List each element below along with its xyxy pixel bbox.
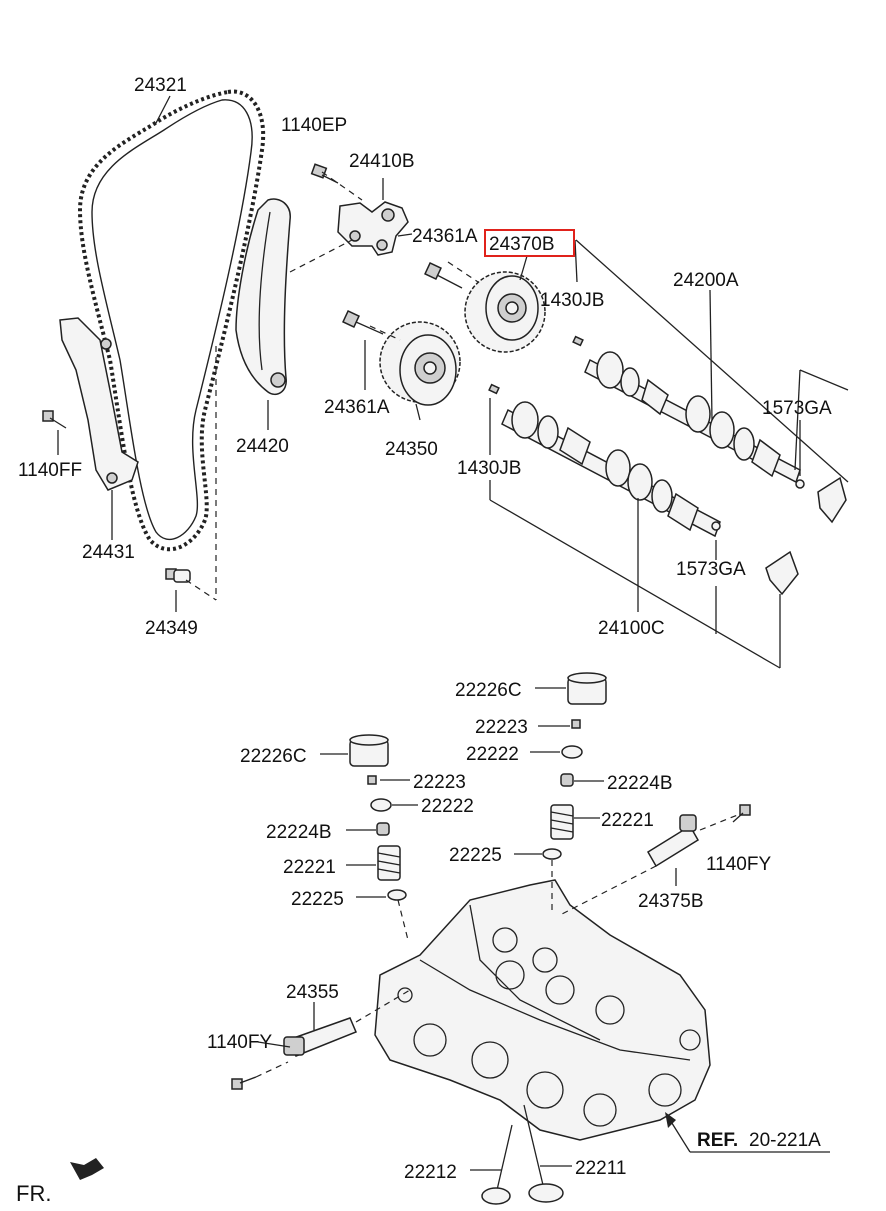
washer-upper-small[interactable] [795, 479, 805, 489]
valve-seal-left[interactable] [387, 889, 407, 901]
label-24370b[interactable]: 24370B [489, 234, 555, 255]
plate-upper[interactable] [817, 476, 847, 524]
label-1140fy-left[interactable]: 1140FY [207, 1032, 272, 1053]
label-1140ep[interactable]: 1140EP [281, 115, 347, 136]
part-labels: 24321 1140EP 24410B 24361A 24370B 1430JB… [16, 75, 832, 1206]
cam-position-sensor[interactable] [283, 1017, 357, 1057]
label-22225-right[interactable]: 22225 [449, 845, 502, 866]
tappet-left[interactable] [349, 734, 389, 767]
label-22223-right[interactable]: 22223 [475, 717, 528, 738]
label-24100c[interactable]: 24100C [598, 618, 665, 639]
highlight-box [484, 229, 575, 257]
label-front: FR. [16, 1181, 51, 1206]
camshaft-exhaust[interactable] [501, 401, 721, 538]
retainer-key-left[interactable] [367, 775, 377, 785]
label-22223-left[interactable]: 22223 [413, 772, 466, 793]
cvvt-sprocket-exhaust[interactable] [379, 321, 461, 406]
label-22222-right[interactable]: 22222 [466, 744, 519, 765]
label-22221-left[interactable]: 22221 [283, 857, 336, 878]
label-1140ff[interactable]: 1140FF [18, 460, 82, 481]
label-22224b-left[interactable]: 22224B [266, 822, 332, 843]
valve-seal-right[interactable] [542, 848, 562, 860]
chain-tensioner[interactable] [337, 201, 409, 256]
intake-valve[interactable] [523, 1104, 564, 1203]
label-1573ga-lower[interactable]: 1573GA [676, 559, 746, 580]
label-ref-number[interactable]: 20-221A [749, 1130, 821, 1151]
bolt-sensor[interactable] [231, 1076, 257, 1090]
label-24431[interactable]: 24431 [82, 542, 135, 563]
valve-spring-right[interactable] [550, 804, 574, 840]
label-1430jb-upper[interactable]: 1430JB [540, 290, 604, 311]
plug-24349[interactable] [165, 568, 191, 583]
label-1140fy-right[interactable]: 1140FY [706, 854, 771, 875]
spring-seat-right[interactable] [560, 773, 574, 787]
camshaft-intake[interactable] [584, 351, 801, 484]
exhaust-valve[interactable] [481, 1124, 513, 1205]
label-1573ga-upper[interactable]: 1573GA [762, 398, 832, 419]
front-arrow-icon [70, 1158, 104, 1180]
bolt-ocv[interactable] [732, 804, 751, 823]
tappet-right[interactable] [567, 672, 607, 705]
valve-spring-left[interactable] [377, 845, 401, 881]
bolt-exhaust-sprocket[interactable] [342, 310, 384, 335]
cvvt-sprocket-intake[interactable] [464, 271, 546, 353]
label-24361a-lower[interactable]: 24361A [324, 397, 390, 418]
washer-lower-small[interactable] [711, 521, 721, 531]
retainer-key-right[interactable] [571, 719, 581, 729]
oil-control-valve[interactable] [646, 814, 700, 868]
label-24200a[interactable]: 24200A [673, 270, 739, 291]
label-1430jb-lower[interactable]: 1430JB [457, 458, 521, 479]
spring-seat-left[interactable] [376, 822, 390, 836]
bolt-intake-sprocket[interactable] [424, 262, 463, 289]
cylinder-head[interactable] [374, 879, 711, 1141]
dowel-pin-lower[interactable] [488, 383, 500, 395]
label-24355[interactable]: 24355 [286, 982, 339, 1003]
retainer-left[interactable] [370, 798, 392, 812]
label-24420[interactable]: 24420 [236, 436, 289, 457]
label-22212[interactable]: 22212 [404, 1162, 457, 1183]
label-24410b[interactable]: 24410B [349, 151, 415, 172]
label-22226c-right[interactable]: 22226C [455, 680, 522, 701]
label-22226c-left[interactable]: 22226C [240, 746, 307, 767]
tensioner-guide-arm[interactable] [235, 198, 291, 396]
label-24361a-upper[interactable]: 24361A [412, 226, 478, 247]
label-24350[interactable]: 24350 [385, 439, 438, 460]
label-22211[interactable]: 22211 [575, 1158, 626, 1179]
label-24321[interactable]: 24321 [134, 75, 187, 96]
retainer-right[interactable] [561, 745, 583, 759]
timing-chain[interactable] [77, 89, 266, 552]
bolt-1140ff[interactable] [42, 410, 67, 429]
leader-lines [57, 95, 849, 1171]
label-24349[interactable]: 24349 [145, 618, 198, 639]
label-22221-right[interactable]: 22221 [601, 810, 654, 831]
label-24375b[interactable]: 24375B [638, 891, 704, 912]
plate-lower[interactable] [765, 550, 799, 596]
label-ref-prefix: REF. [697, 1130, 738, 1151]
dowel-pin-upper[interactable] [572, 335, 584, 347]
label-22225-left[interactable]: 22225 [291, 889, 344, 910]
label-22224b-right[interactable]: 22224B [607, 773, 673, 794]
chain-guide-left[interactable] [59, 317, 139, 491]
label-22222-left[interactable]: 22222 [421, 796, 474, 817]
